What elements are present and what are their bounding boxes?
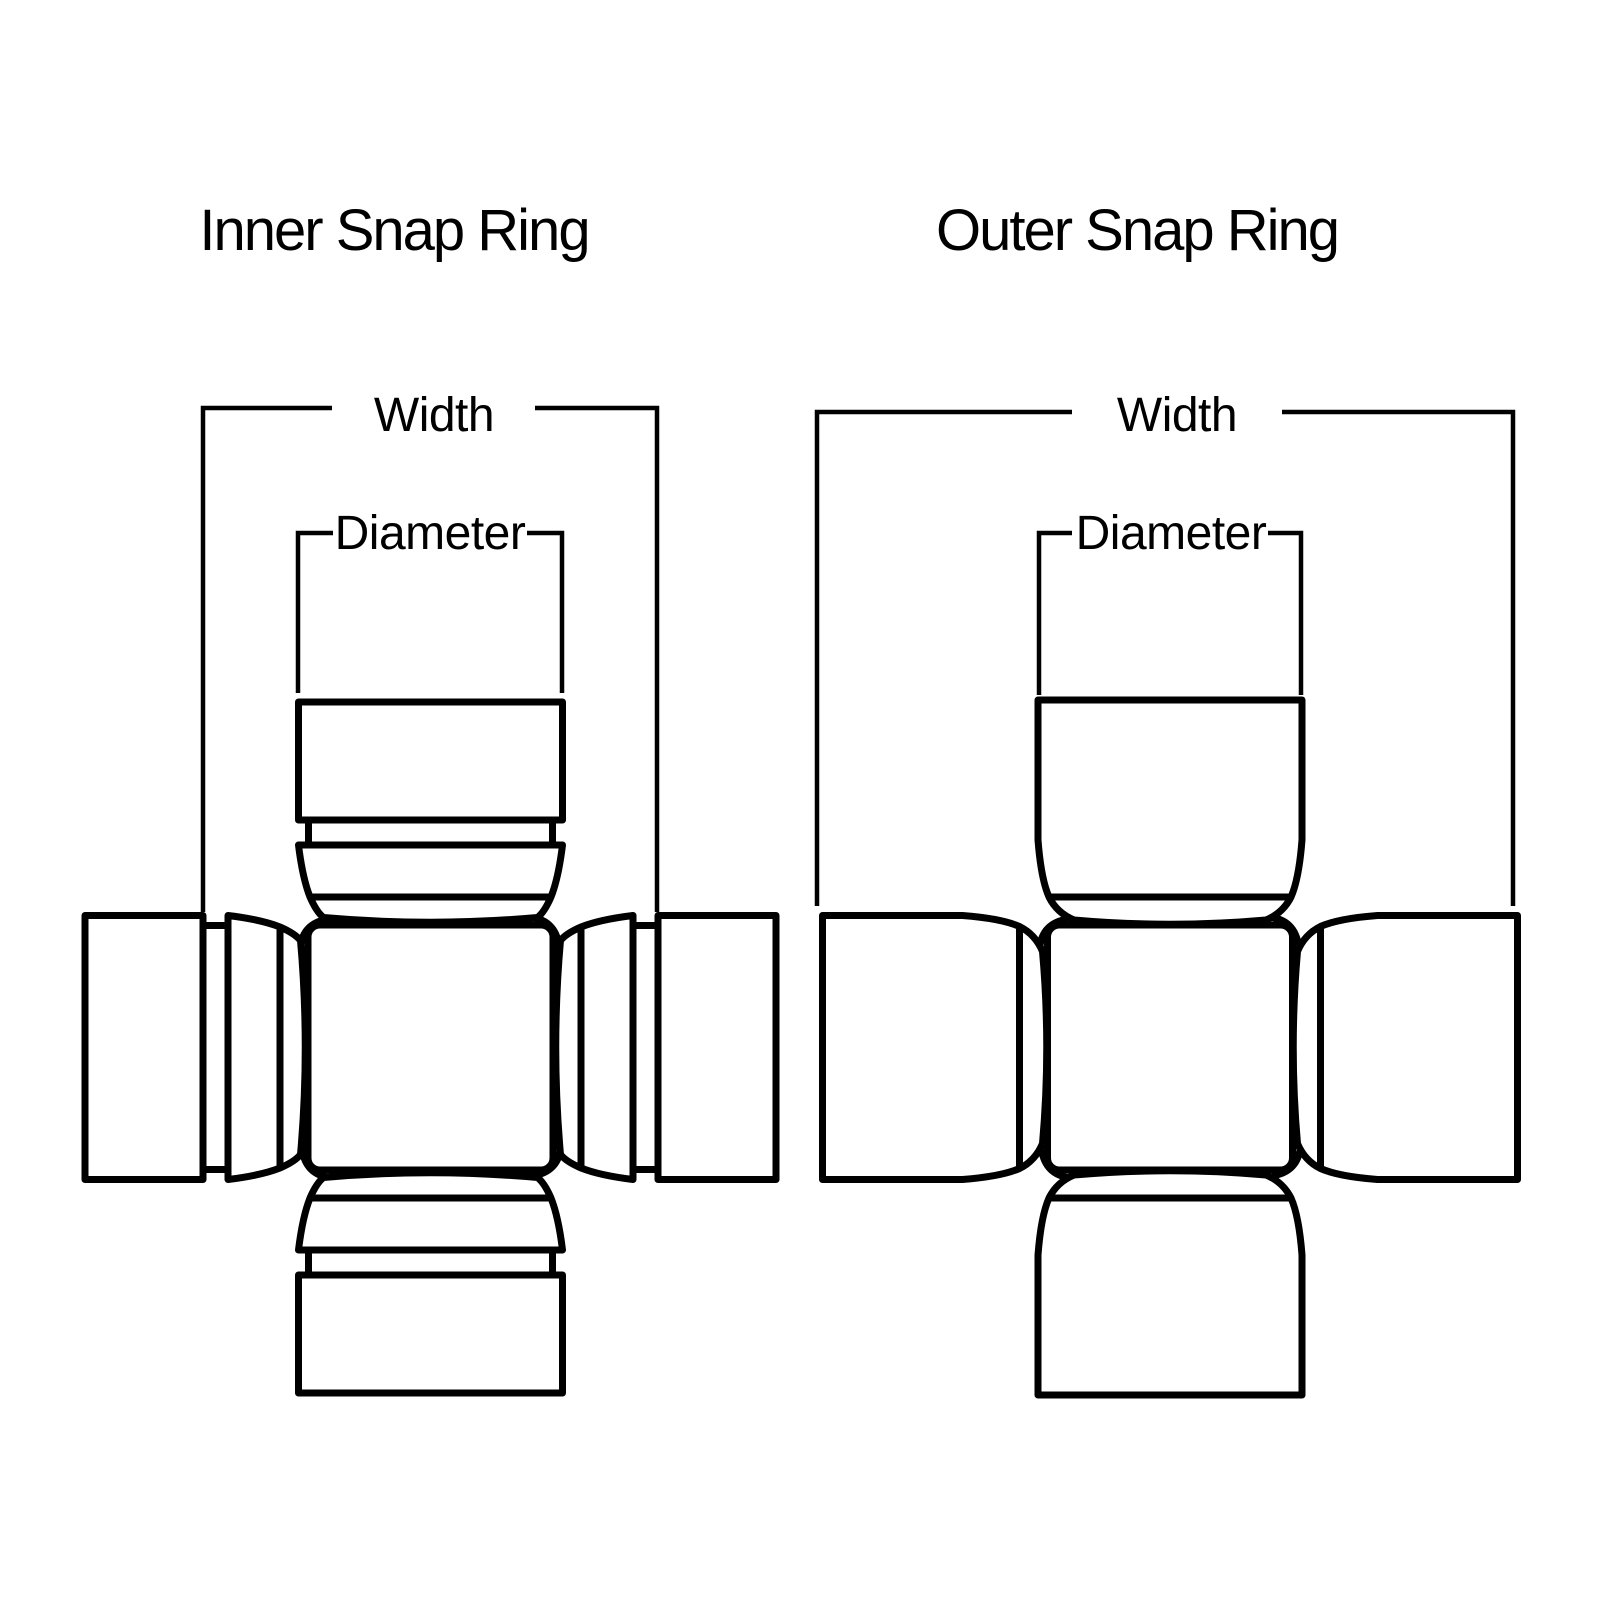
bearing-cup-bottom xyxy=(299,1173,563,1393)
outer-snap-ring-title: Outer Snap Ring xyxy=(936,198,1338,263)
bearing-cup-right xyxy=(1293,916,1517,1180)
width-bracket-line xyxy=(200,405,660,912)
center-block xyxy=(304,921,557,1174)
bearing-cup-left xyxy=(823,916,1047,1180)
diameter-label: Diameter xyxy=(1076,507,1267,560)
bearing-cup-right xyxy=(556,916,776,1180)
bearing-cup-top xyxy=(1038,700,1302,924)
width-bracket-line xyxy=(814,409,1516,906)
outer-diameter-bracket: Diameter xyxy=(1036,507,1304,695)
width-label: Width xyxy=(1117,389,1237,442)
center-block xyxy=(1044,921,1296,1174)
inner-snap-ring-figure: Inner Snap Ring Width Diameter xyxy=(85,198,776,1393)
inner-cross-body xyxy=(85,702,776,1393)
diameter-bracket-line xyxy=(295,530,565,693)
inner-diameter-bracket: Diameter xyxy=(295,507,565,693)
outer-width-bracket: Width xyxy=(814,389,1516,906)
width-label: Width xyxy=(374,389,494,442)
diameter-bracket-line xyxy=(1036,530,1304,695)
diameter-label: Diameter xyxy=(335,507,526,560)
outer-snap-ring-figure: Outer Snap Ring Width Diameter xyxy=(814,198,1518,1395)
inner-snap-ring-title: Inner Snap Ring xyxy=(199,198,588,263)
bearing-cup-bottom xyxy=(1038,1171,1302,1395)
bearing-cup-left xyxy=(85,916,305,1180)
bearing-cup-top xyxy=(299,702,563,922)
outer-cross-body xyxy=(823,700,1518,1395)
inner-width-bracket: Width xyxy=(200,389,660,912)
